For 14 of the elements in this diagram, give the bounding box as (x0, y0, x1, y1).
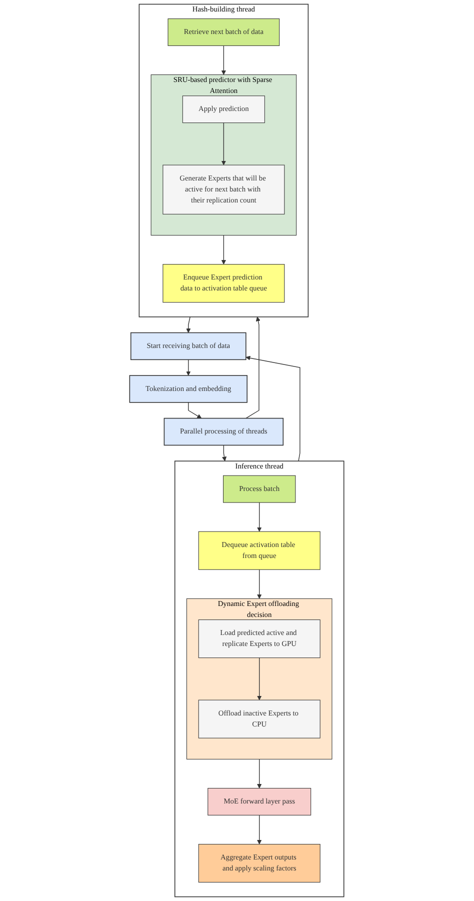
arrow (257, 657, 262, 700)
arrow (222, 122, 226, 166)
arrow (246, 356, 300, 462)
arrow (222, 234, 226, 265)
arrow (246, 316, 261, 419)
arrow (257, 502, 262, 532)
arrow (188, 402, 202, 418)
arrow (186, 316, 191, 333)
arrow (257, 758, 262, 788)
arrow (257, 569, 262, 599)
arrow (222, 444, 227, 462)
arrow (257, 814, 262, 844)
arrow (186, 359, 191, 376)
arrow (222, 45, 226, 75)
